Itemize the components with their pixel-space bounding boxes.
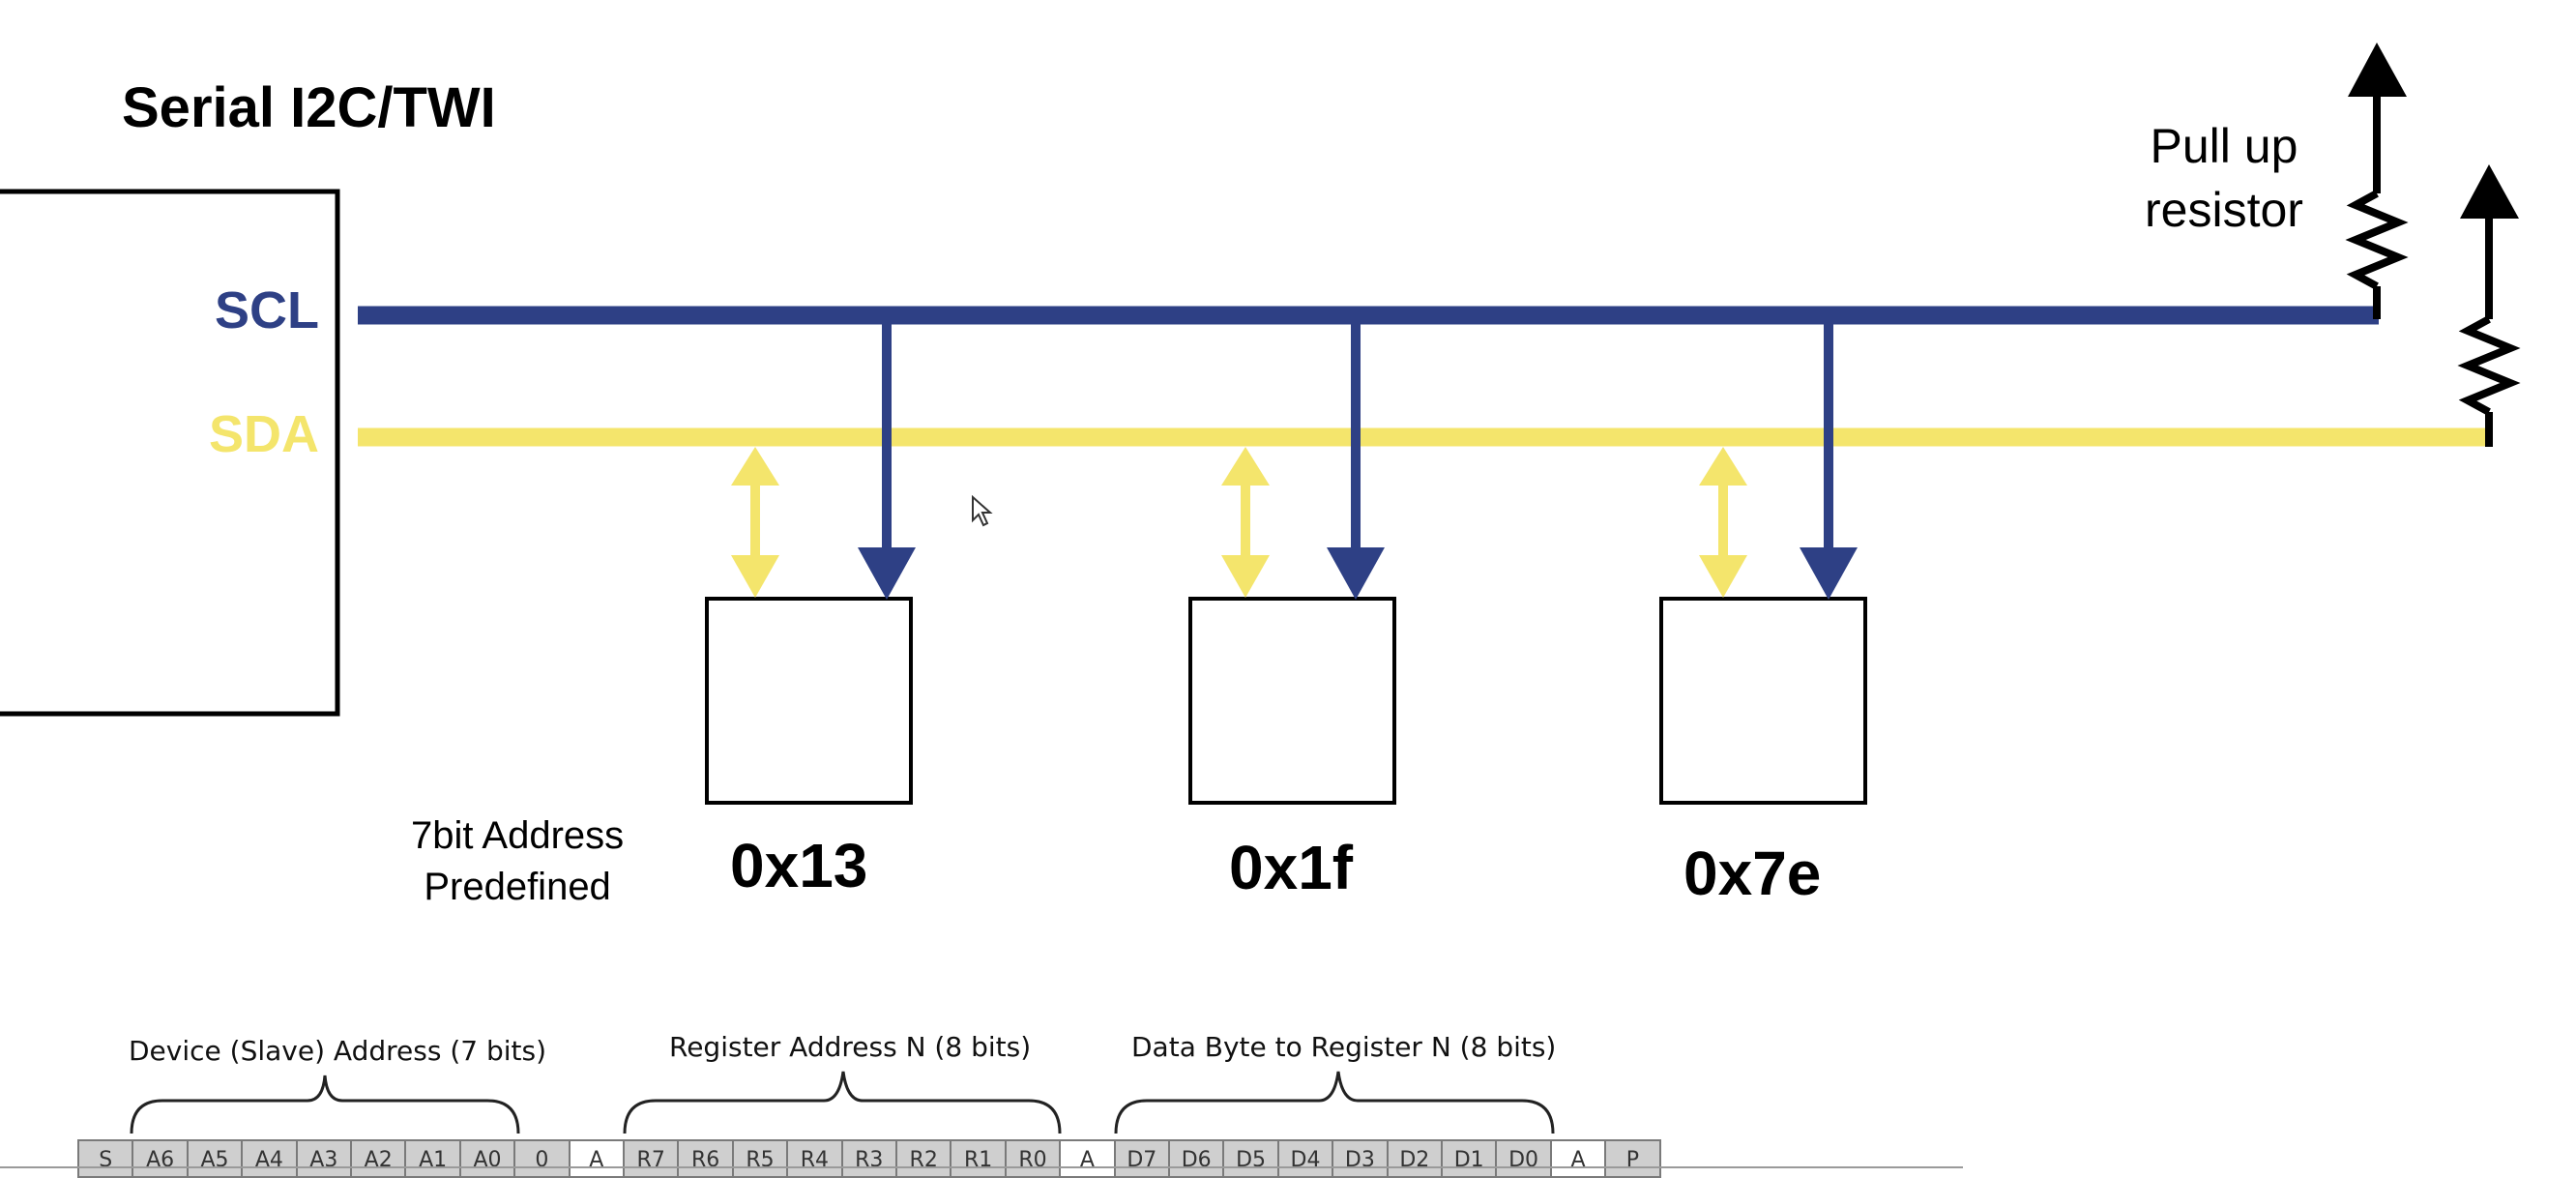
- device-address-label: 0x1f: [1229, 833, 1354, 902]
- frame-bit-cell: A5: [186, 1139, 244, 1178]
- frame-bit-cell: A0: [458, 1139, 516, 1178]
- sda-label: SDA: [209, 405, 320, 463]
- address-note: 7bit Address Predefined: [411, 810, 624, 913]
- address-note-line-2: Predefined: [424, 866, 611, 908]
- master-device-box: [0, 189, 340, 717]
- frame-bit-cell: D7: [1113, 1139, 1170, 1178]
- frame-braces: [130, 1071, 1555, 1134]
- frame-bit-cell: R7: [623, 1139, 680, 1178]
- frame-bit-cell: S: [77, 1139, 134, 1178]
- frame-bit-cell: R6: [677, 1139, 734, 1178]
- frame-bit-cell: A: [1549, 1139, 1607, 1178]
- address-note-line-1: 7bit Address: [411, 814, 625, 857]
- frame-bit-cell: A2: [350, 1139, 407, 1178]
- vcc-arrow-icon: [2348, 43, 2407, 97]
- pullup-resistor-scl: [2345, 43, 2409, 319]
- frame-bit-cell: R4: [786, 1139, 843, 1178]
- frame-bit-cell: D1: [1441, 1139, 1498, 1178]
- frame-bit-cell: A4: [241, 1139, 298, 1178]
- frame-bit-cell: A: [1059, 1139, 1116, 1178]
- field-label-data: Data Byte to Register N (8 bits): [1131, 1031, 1557, 1063]
- frame-bit-cell: A3: [295, 1139, 352, 1178]
- frame-bit-cell: D6: [1168, 1139, 1225, 1178]
- diagram-title: Serial I2C/TWI: [122, 76, 496, 139]
- sda-arrow-down-icon: [731, 555, 779, 598]
- frame-bit-cell: R2: [895, 1139, 952, 1178]
- scl-label: SCL: [215, 281, 319, 339]
- sda-arrow-down-icon: [1699, 555, 1747, 598]
- vcc-arrow-icon: [2460, 164, 2519, 219]
- frame-bit-cell: D4: [1276, 1139, 1334, 1178]
- frame-bit-cell: R1: [950, 1139, 1007, 1178]
- pullup-resistor-sda: [2457, 164, 2521, 447]
- field-label-address: Device (Slave) Address (7 bits): [129, 1035, 547, 1067]
- frame-bit-cell: D2: [1386, 1139, 1443, 1178]
- slave-device-0: [705, 323, 916, 805]
- frame-bit-cell: 0: [513, 1139, 571, 1178]
- brace-register: [623, 1071, 1062, 1134]
- field-label-register: Register Address N (8 bits): [669, 1031, 1032, 1063]
- frame-bit-cell: A: [568, 1139, 625, 1178]
- frame-bit-cell: R0: [1004, 1139, 1062, 1178]
- sda-arrow-up-icon: [1699, 447, 1747, 486]
- scl-arrow-icon: [1800, 547, 1858, 600]
- frame-bit-cell: D5: [1222, 1139, 1279, 1178]
- frame-bit-cell: P: [1604, 1139, 1661, 1178]
- brace-data: [1114, 1071, 1555, 1134]
- slave-device-1: [1188, 323, 1396, 805]
- brace-address: [130, 1075, 520, 1134]
- scl-arrow-icon: [1327, 547, 1385, 600]
- pullup-label-line-1: Pull up: [2150, 119, 2298, 173]
- pullup-label-line-2: resistor: [2145, 183, 2303, 237]
- mouse-cursor-icon: [972, 495, 993, 527]
- frame-bit-cell: D0: [1495, 1139, 1552, 1178]
- frame-bit-cell: D3: [1332, 1139, 1389, 1178]
- sda-arrow-down-icon: [1221, 555, 1270, 598]
- frame-bit-cell: A1: [404, 1139, 461, 1178]
- frame-bit-cell: R5: [731, 1139, 789, 1178]
- scl-arrow-icon: [858, 547, 916, 600]
- slave-device-2: [1659, 323, 1867, 805]
- frame-bit-cell: A6: [132, 1139, 189, 1178]
- device-address-label: 0x7e: [1683, 839, 1822, 908]
- frame-bit-cell: R3: [840, 1139, 897, 1178]
- device-address-label: 0x13: [730, 831, 868, 900]
- sda-arrow-up-icon: [1221, 447, 1270, 486]
- frame-baseline: [0, 1166, 1963, 1168]
- sda-arrow-up-icon: [731, 447, 779, 486]
- pullup-label: Pull up resistor: [2145, 114, 2303, 242]
